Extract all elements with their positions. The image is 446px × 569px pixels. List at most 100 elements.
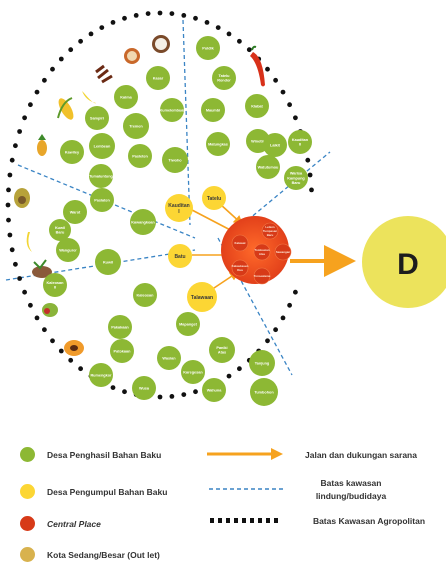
pineapple-icon [37,134,47,156]
collector-circle [165,194,193,222]
boundary-dot [34,315,40,321]
node-label: Klabat [251,104,263,108]
producer-village: Paslaten [90,188,114,212]
boundary-dot [193,389,198,395]
boundary-dot [181,392,187,397]
node-label: Talawaan [191,295,213,301]
boundary-dot [273,77,278,83]
producer-circle [249,350,275,376]
producer-circle [181,360,205,384]
durian-icon [42,303,58,317]
node-label: Kaleosan [137,293,155,297]
boundary-dot [145,11,151,16]
node-label: Wangurer [59,248,77,252]
node-label: Matungkas [208,142,228,146]
producer-village: Laikit [263,133,287,157]
boundary-line [17,164,196,239]
node-label: Mapanget [179,322,197,326]
outlet-city: D [362,216,446,308]
producer-circle [43,273,67,297]
producer-circle [201,98,225,122]
producer-circle [56,238,80,262]
producer-village: Sampiri [85,106,109,130]
papaya-icon [64,340,84,356]
node-label: Kawangkoan [131,220,155,224]
node-label: Patokaan [114,349,132,353]
boundary-dot [169,11,175,16]
boundary-dot [287,102,292,108]
producer-village: Watutumou [256,155,280,179]
corn-icon [57,97,74,120]
coconut-icon [152,35,170,53]
outlet-city-circle [362,216,446,308]
tuber-icon [32,259,52,278]
node-label: Paslaten [94,198,110,202]
boundary-dot [226,31,232,37]
producer-circle [256,155,280,179]
boundary-dot [13,261,18,267]
node-label: Tumbohon [254,390,274,394]
boundary-dot [265,338,270,344]
boundary-dot [42,327,47,333]
boundary-dot [28,302,33,308]
boundary-dot [22,289,27,295]
node-label: Poldik [202,46,214,50]
producer-circle [85,106,109,130]
node-label: Wusa [139,386,150,390]
collector-village: Talawaan [187,282,217,312]
boundary-dot [305,157,311,163]
rambutan-icon [124,48,140,64]
producer-village: Kawiley [60,140,84,164]
producer-circle [250,378,278,406]
boundary-dot [7,172,13,178]
boundary-dot [122,15,127,21]
boundary-dot [110,385,116,390]
producer-village: Patokaan [110,339,134,363]
boundary-dot [246,47,252,53]
boundary-dot [5,202,11,208]
producer-village: Karegesan [181,360,205,384]
central-node-circle [261,222,279,240]
node-label: Watutumou [258,165,279,169]
boundary-dot [58,348,64,354]
boundary-dot [9,157,15,163]
boundary-dot [50,338,55,344]
producer-village: Matungkas [206,132,230,156]
boundary-line [182,19,191,226]
producer-village: Lembean [89,133,115,159]
producer-village: Tiwoho [162,147,188,173]
producer-village: Kumelembuai [160,98,184,122]
producer-circle [206,132,230,156]
producer-village: Tumbohon [250,378,278,406]
producer-circle [128,144,152,168]
boundary-dot [78,38,83,44]
boundary-dot [237,38,242,44]
producer-circle [90,188,114,212]
central-node-circle [253,243,271,261]
central-node-circle [231,259,249,277]
node-label: Tumaluntung [89,174,113,178]
producer-village: Kuwil [95,249,121,275]
boundary-dot [50,66,55,72]
producer-circle [133,283,157,307]
node-label: Tonsealama [254,274,271,278]
node-label: Warot [70,210,81,214]
collector-village: Tatelu [202,186,226,210]
node-label: Pasleten [132,154,148,158]
producer-village: Pasleten [128,144,152,168]
producer-village: Pakakaan [108,315,132,339]
clove-icon [95,64,113,84]
boundary-dot [293,289,298,295]
producer-circle [108,315,132,339]
